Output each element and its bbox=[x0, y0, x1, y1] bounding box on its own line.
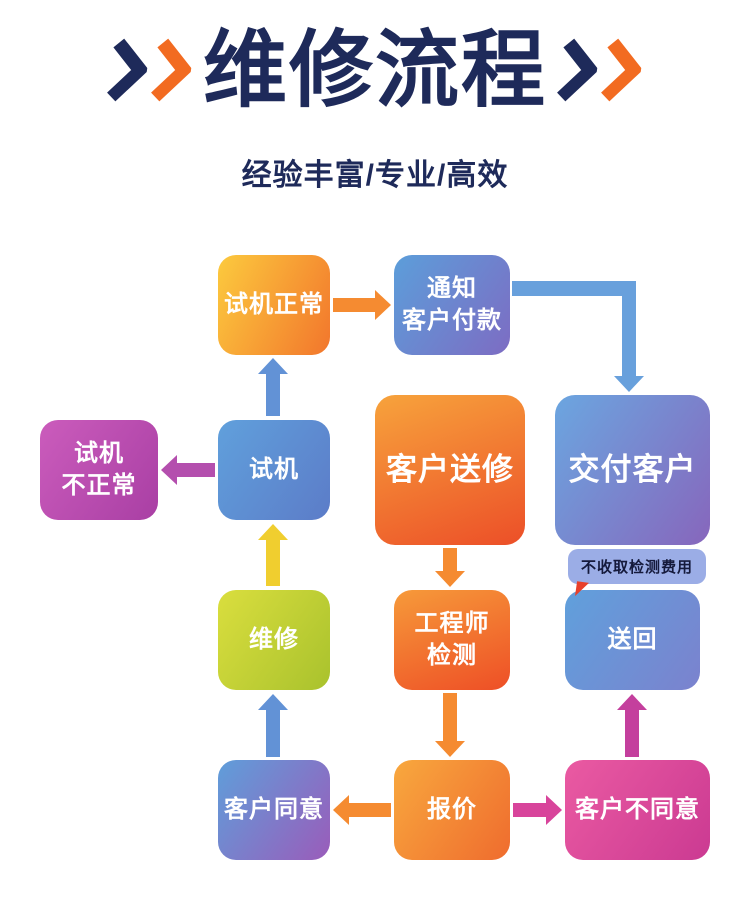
arrow-test-to-test-fail bbox=[161, 454, 215, 486]
arrow-repair-to-test bbox=[258, 524, 288, 586]
arrow-quote-to-disagree bbox=[513, 794, 562, 826]
no-fee-callout: 不收取检测费用 bbox=[568, 549, 707, 598]
node-test: 试机 bbox=[218, 420, 330, 520]
node-send-back: 送回 bbox=[565, 590, 700, 690]
node-test-fail-label: 试机 不正常 bbox=[61, 439, 137, 499]
chevron-right-icon bbox=[555, 38, 602, 102]
chevron-right-icon bbox=[148, 38, 195, 102]
arrow-disagree-to-send-back bbox=[617, 694, 647, 757]
node-deliver-label: 交付客户 bbox=[568, 452, 697, 488]
chevron-right-icon bbox=[104, 38, 151, 102]
arrow-customer-send-to-engineer bbox=[435, 548, 465, 587]
arrow-quote-to-agree bbox=[333, 794, 391, 826]
no-fee-callout-text: 不收取检测费用 bbox=[581, 559, 694, 576]
arrow-notify-to-deliver bbox=[614, 281, 644, 392]
node-send-back-label: 送回 bbox=[607, 625, 658, 653]
node-quote: 报价 bbox=[394, 760, 510, 860]
node-test-ok: 试机正常 bbox=[218, 255, 330, 355]
node-test-label: 试机 bbox=[249, 455, 299, 483]
arrow-agree-to-repair bbox=[258, 694, 288, 757]
node-notify-payment: 通知 客户付款 bbox=[394, 255, 510, 355]
node-test-ok-label: 试机正常 bbox=[224, 290, 324, 318]
node-disagree-label: 客户不同意 bbox=[575, 795, 700, 823]
node-test-fail: 试机 不正常 bbox=[40, 420, 158, 520]
node-deliver: 交付客户 bbox=[555, 395, 710, 545]
node-engineer-check-label: 工程师 检测 bbox=[414, 609, 490, 669]
node-customer-send: 客户送修 bbox=[375, 395, 525, 545]
node-notify-payment-label: 通知 客户付款 bbox=[402, 274, 502, 334]
arrow-test-ok-to-notify bbox=[333, 289, 391, 321]
node-customer-send-label: 客户送修 bbox=[386, 452, 514, 488]
arrow-engineer-to-quote bbox=[435, 693, 465, 757]
page-subtitle: 经验丰富/专业/高效 bbox=[241, 159, 509, 192]
node-agree-label: 客户同意 bbox=[224, 795, 324, 823]
node-repair: 维修 bbox=[218, 590, 330, 690]
arrow-test-to-test-ok bbox=[258, 358, 288, 416]
callout-tail-icon bbox=[575, 581, 589, 598]
node-engineer-check: 工程师 检测 bbox=[394, 590, 510, 690]
node-disagree: 客户不同意 bbox=[565, 760, 710, 860]
node-quote-label: 报价 bbox=[427, 795, 477, 823]
arrow-notify-to-deliver-segment bbox=[512, 281, 636, 296]
node-agree: 客户同意 bbox=[218, 760, 330, 860]
title-row: 维修流程 bbox=[0, 28, 750, 112]
chevron-right-icon bbox=[599, 38, 646, 102]
page-title: 维修流程 bbox=[202, 23, 547, 117]
node-repair-label: 维修 bbox=[249, 625, 299, 653]
